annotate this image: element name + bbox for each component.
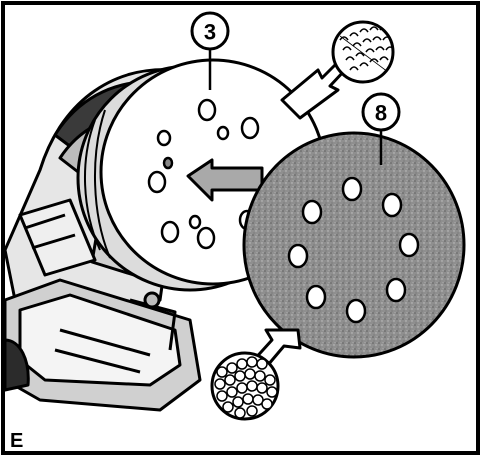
callout-3-label: 3: [204, 20, 216, 45]
callout-8-label: 8: [375, 101, 387, 126]
panel-letter: E: [10, 430, 23, 452]
sanding-disc: [244, 133, 464, 357]
